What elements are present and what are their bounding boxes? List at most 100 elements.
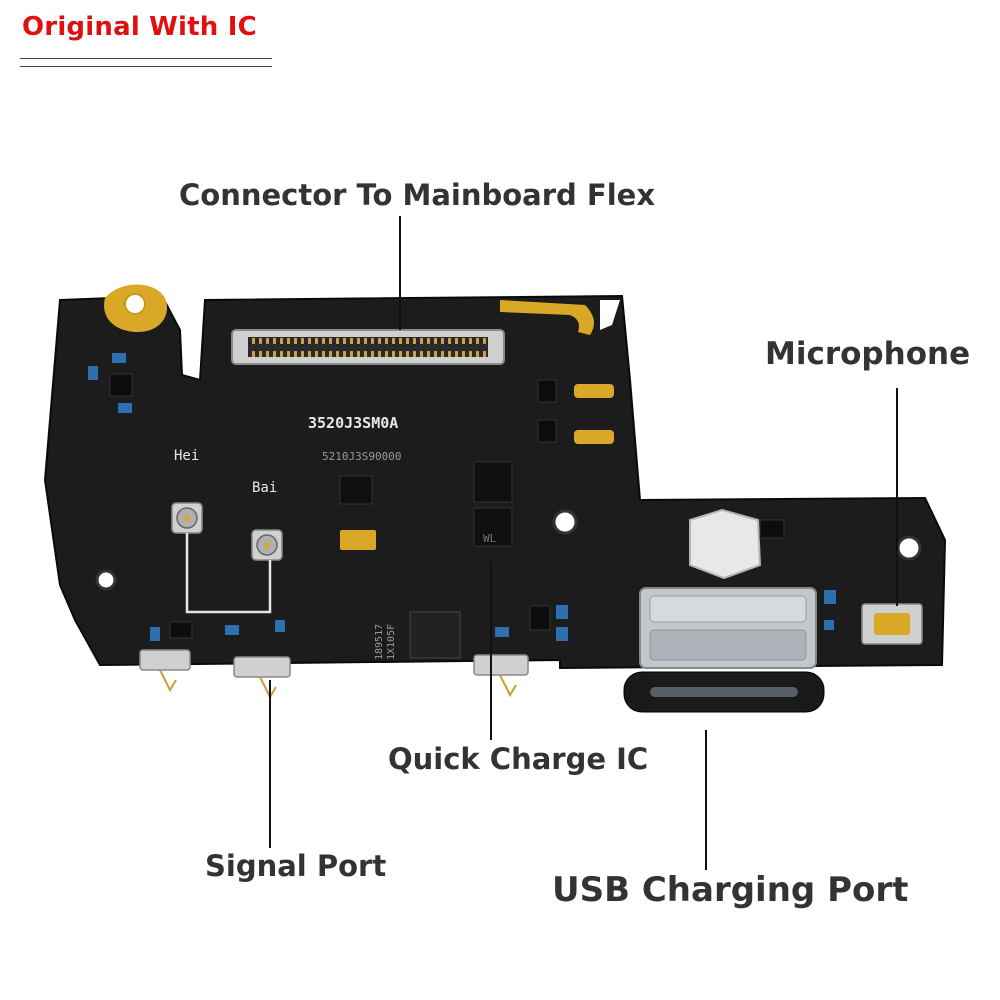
connector-pin bbox=[364, 351, 367, 357]
connector-pin bbox=[462, 351, 465, 357]
callout-connector: Connector To Mainboard Flex bbox=[179, 178, 656, 212]
connector-pin bbox=[434, 351, 437, 357]
connector-pin bbox=[336, 338, 339, 344]
connector-pin bbox=[329, 351, 332, 357]
original-with-ic-badge: Original With IC bbox=[22, 12, 257, 42]
connector-pin bbox=[266, 351, 269, 357]
qr-chip bbox=[409, 611, 461, 659]
connector-pin bbox=[273, 351, 276, 357]
connector-pin bbox=[287, 351, 290, 357]
connector-pin bbox=[483, 338, 486, 344]
connector-pin bbox=[259, 338, 262, 344]
ic-chip-center bbox=[339, 475, 373, 505]
connector-pin bbox=[308, 338, 311, 344]
silkscreen-sub: 5210J3S90000 bbox=[322, 450, 401, 463]
connector-pin bbox=[259, 351, 262, 357]
connector-pin bbox=[406, 338, 409, 344]
connector-pin bbox=[357, 351, 360, 357]
connector-pin bbox=[413, 338, 416, 344]
connector-pin bbox=[441, 351, 444, 357]
connector-pin bbox=[469, 338, 472, 344]
connector-pin bbox=[483, 351, 486, 357]
ic-mark: WL bbox=[483, 532, 497, 545]
spring-contacts bbox=[139, 649, 529, 678]
connector-pin bbox=[378, 351, 381, 357]
gold-strip-top-right bbox=[500, 300, 594, 335]
connector-pin bbox=[294, 351, 297, 357]
callout-quick-charge: Quick Charge IC bbox=[388, 742, 649, 776]
connector-pin bbox=[371, 351, 374, 357]
quick-charge-ic bbox=[473, 461, 513, 503]
black-smd-components bbox=[109, 373, 785, 639]
connector-pin bbox=[315, 338, 318, 344]
microphone-component bbox=[861, 603, 923, 645]
connector-pin bbox=[399, 338, 402, 344]
connector-pin bbox=[448, 351, 451, 357]
chip-code-1: 1X105F bbox=[386, 624, 397, 660]
connector-pin bbox=[427, 351, 430, 357]
connector-pin bbox=[392, 338, 395, 344]
connector-pin bbox=[364, 338, 367, 344]
connector-pin bbox=[420, 351, 423, 357]
badge-underline-second bbox=[20, 66, 272, 67]
signal-trace bbox=[185, 533, 272, 614]
connector-pin bbox=[308, 351, 311, 357]
connector-pin bbox=[322, 338, 325, 344]
connector-pin bbox=[357, 338, 360, 344]
screw-hole-3 bbox=[95, 569, 117, 591]
connector-pin bbox=[336, 351, 339, 357]
connector-pin bbox=[252, 338, 255, 344]
connector-pin bbox=[455, 338, 458, 344]
connector-pin bbox=[315, 351, 318, 357]
connector-pin bbox=[413, 351, 416, 357]
connector-pin bbox=[350, 338, 353, 344]
silkscreen-bai: Bai bbox=[252, 480, 277, 496]
connector-pin bbox=[343, 338, 346, 344]
connector-pin bbox=[343, 351, 346, 357]
signal-connector-bai bbox=[251, 529, 283, 561]
gold-pads-right bbox=[574, 384, 614, 444]
connector-pin bbox=[420, 338, 423, 344]
connector-pin bbox=[392, 351, 395, 357]
callout-microphone: Microphone bbox=[765, 336, 971, 372]
connector-pin bbox=[455, 351, 458, 357]
callout-usb-port: USB Charging Port bbox=[552, 870, 909, 910]
connector-pin bbox=[462, 338, 465, 344]
mounting-ring-top-left bbox=[104, 284, 167, 332]
hex-standoff bbox=[689, 508, 762, 580]
connector-pin bbox=[448, 338, 451, 344]
connector-pin bbox=[441, 338, 444, 344]
connector-pin bbox=[294, 338, 297, 344]
connector-pin bbox=[280, 351, 283, 357]
connector-pin bbox=[287, 338, 290, 344]
screw-hole-1 bbox=[552, 509, 578, 535]
connector-pin bbox=[427, 338, 430, 344]
connector-pin bbox=[378, 338, 381, 344]
connector-pin bbox=[273, 338, 276, 344]
connector-pin bbox=[322, 351, 325, 357]
connector-pin bbox=[385, 351, 388, 357]
connector-pin bbox=[252, 351, 255, 357]
callout-signal-port: Signal Port bbox=[205, 849, 387, 883]
quick-charge-ic-2 bbox=[473, 507, 513, 547]
connector-pin bbox=[301, 338, 304, 344]
chip-code-2: 189517 bbox=[374, 624, 385, 660]
connector-pin bbox=[476, 351, 479, 357]
connector-pin bbox=[434, 338, 437, 344]
usb-charging-port bbox=[623, 587, 825, 713]
connector-pin bbox=[371, 338, 374, 344]
connector-pin bbox=[399, 351, 402, 357]
badge-underline bbox=[20, 58, 272, 59]
connector-pin bbox=[476, 338, 479, 344]
connector-pin bbox=[406, 351, 409, 357]
silkscreen-hei: Hei bbox=[174, 448, 199, 464]
connector-pin bbox=[301, 351, 304, 357]
gold-pad-center bbox=[340, 530, 376, 550]
connector-pin bbox=[266, 338, 269, 344]
silkscreen-main: 3520J3SM0A bbox=[308, 414, 398, 432]
smd-components bbox=[88, 353, 836, 641]
connector-pin bbox=[350, 351, 353, 357]
mainboard-connector bbox=[231, 329, 505, 365]
